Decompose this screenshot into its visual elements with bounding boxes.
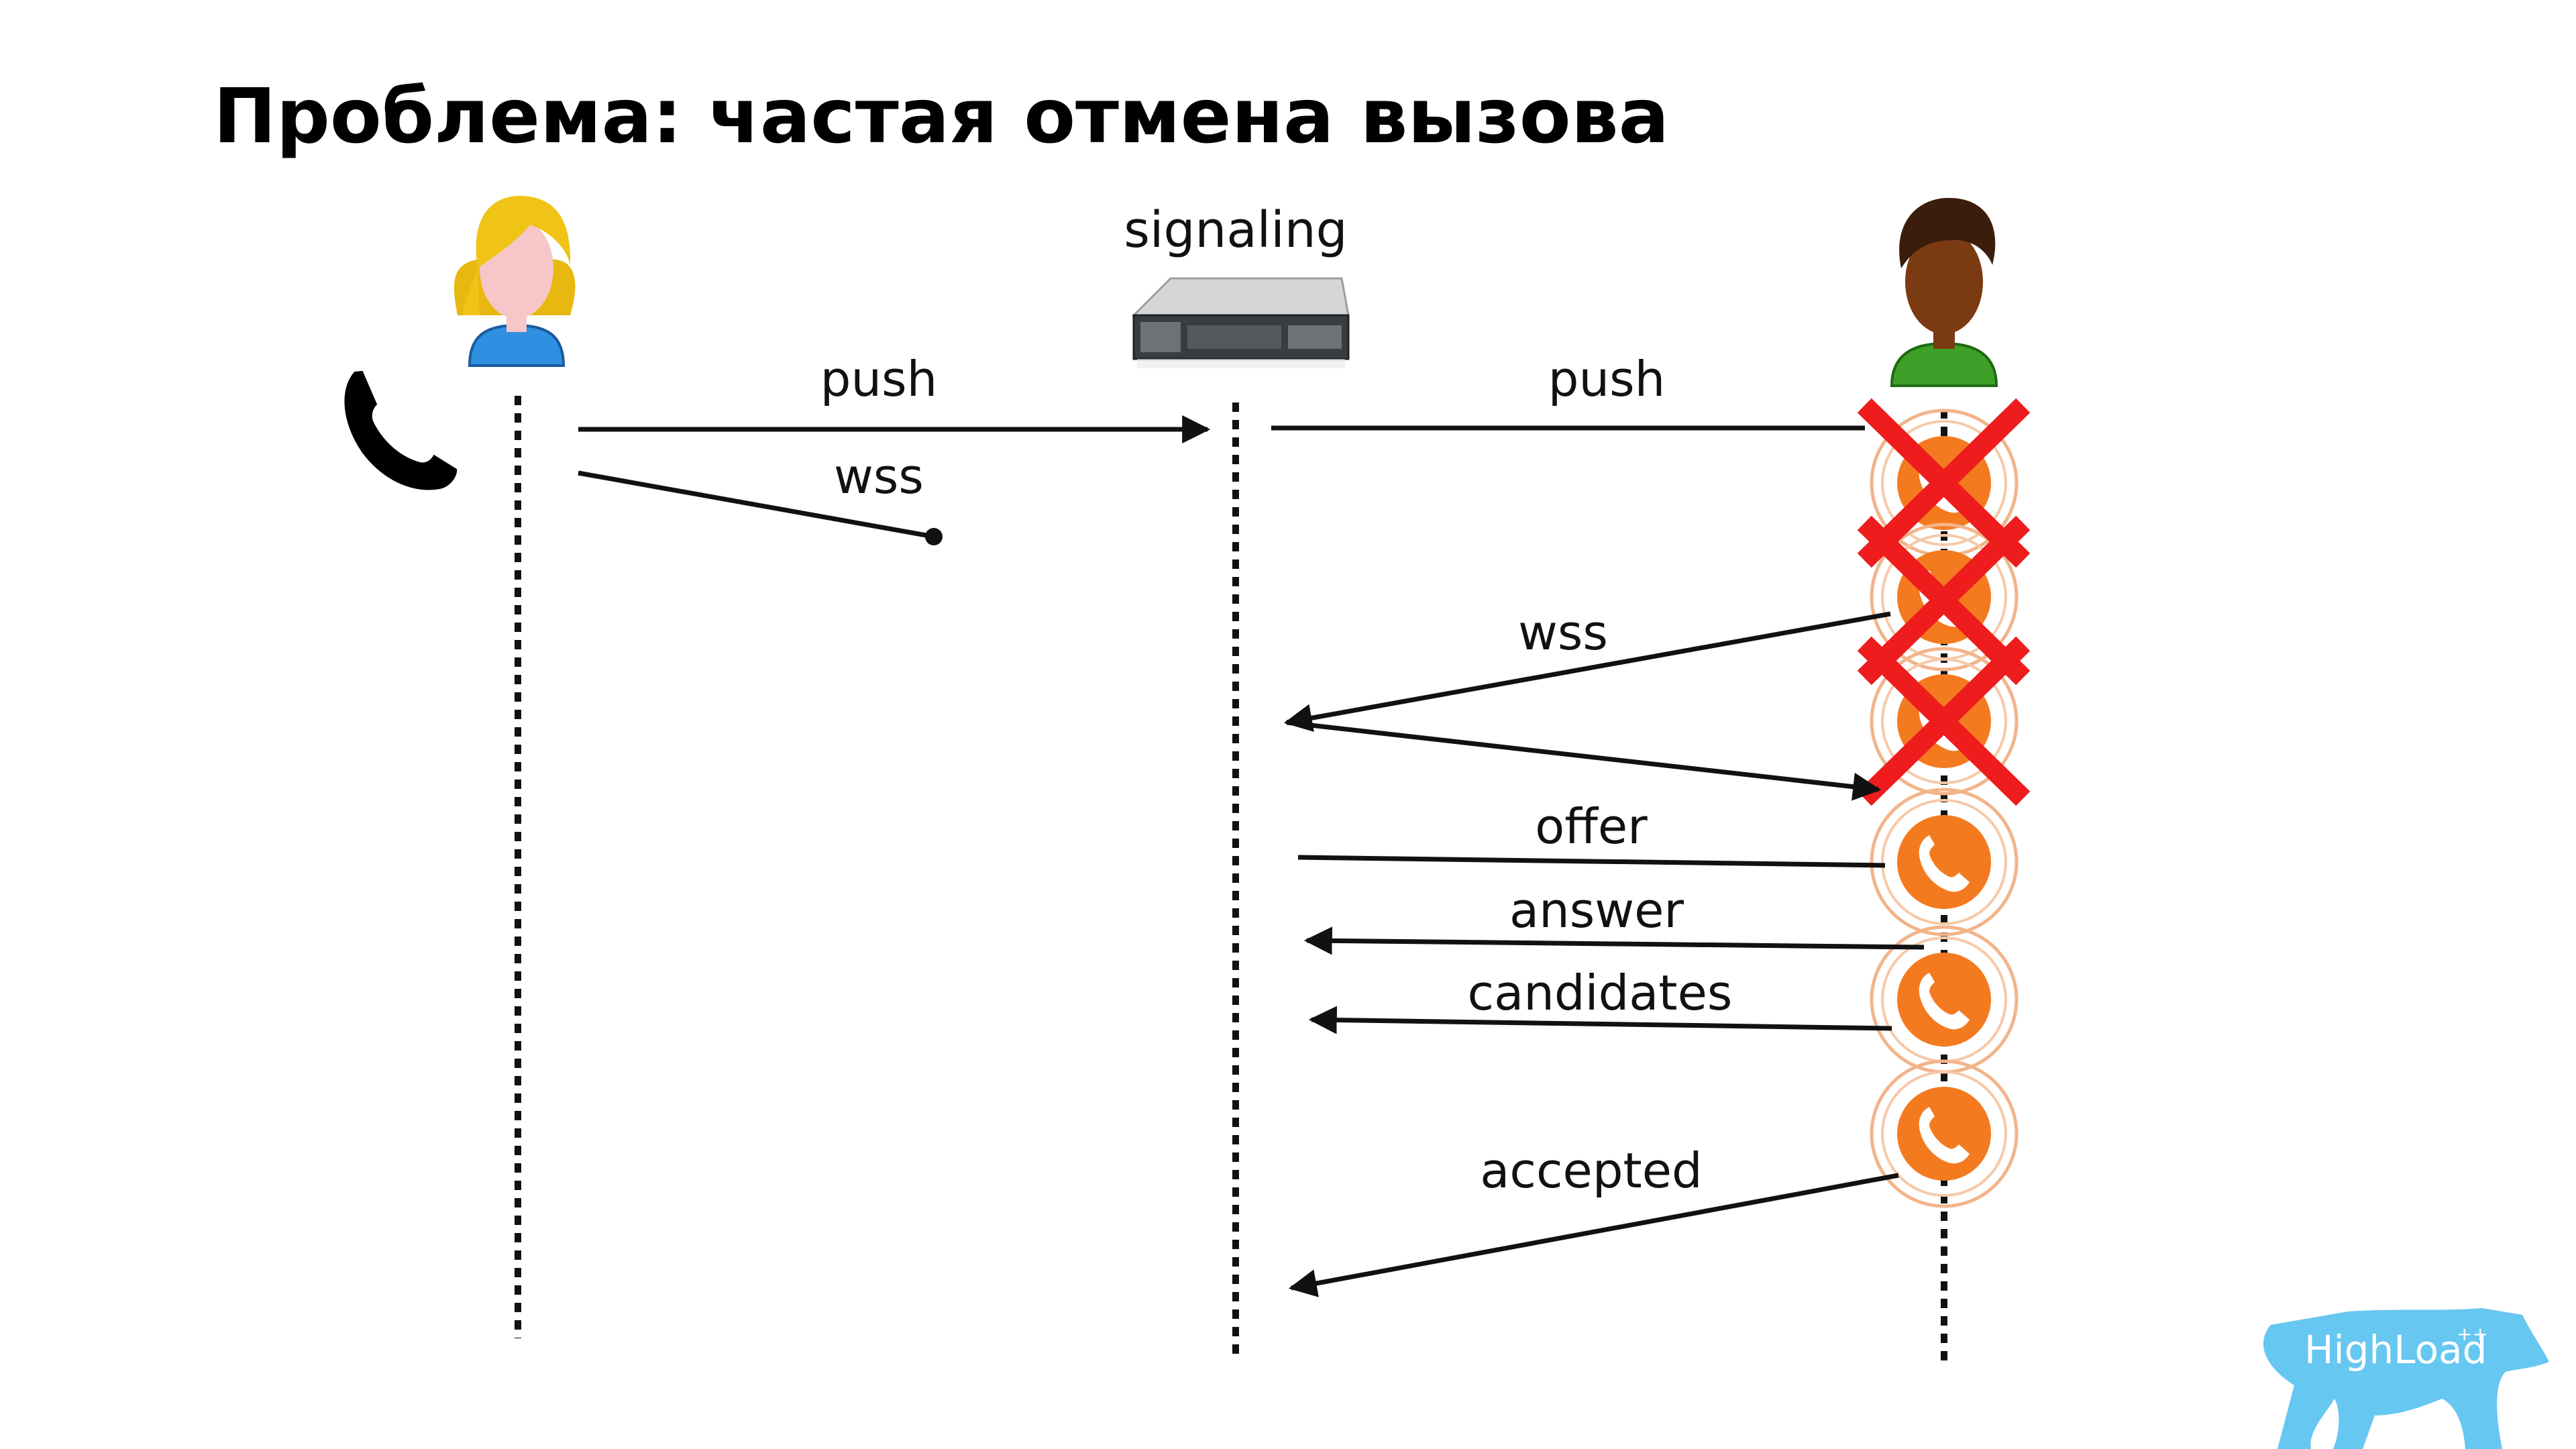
candidates-label: candidates (1468, 965, 1733, 1021)
highload-logo: HighLoad ++ (2263, 1308, 2549, 1449)
cancelled-cross-icon (1857, 515, 2031, 686)
offer-line (1297, 855, 1886, 868)
wss-arrow-callee (1283, 611, 1891, 732)
accepted-arrow (1288, 1173, 1899, 1297)
answer-label: answer (1509, 882, 1684, 938)
woman-avatar-icon (453, 195, 576, 367)
server-rack-icon (1131, 277, 1350, 368)
cancelled-cross-icon (1857, 636, 2031, 806)
candidates-arrow (1308, 1006, 1892, 1034)
wss-label-caller: wss (834, 448, 924, 504)
phone-handset-icon (344, 370, 458, 490)
slide-title: Проблема: частая отмена вызова (213, 73, 1669, 160)
logo-superscript: ++ (2457, 1323, 2488, 1345)
cancelled-cross-icon (1857, 398, 2031, 568)
logo-text: HighLoad (2304, 1327, 2487, 1373)
wss-return-arrow (1286, 720, 1882, 801)
push-label-caller: push (820, 351, 937, 407)
push-label-callee: push (1548, 351, 1665, 407)
wss-endpoint-dot (925, 528, 943, 545)
offer-label: offer (1535, 798, 1648, 855)
accepted-label: accepted (1480, 1142, 1703, 1199)
answer-arrow (1303, 926, 1925, 955)
wss-label-callee: wss (1518, 604, 1608, 661)
wss-line-caller (578, 470, 934, 539)
man-avatar-icon (1890, 198, 1998, 387)
server-label: signaling (1124, 201, 1347, 259)
